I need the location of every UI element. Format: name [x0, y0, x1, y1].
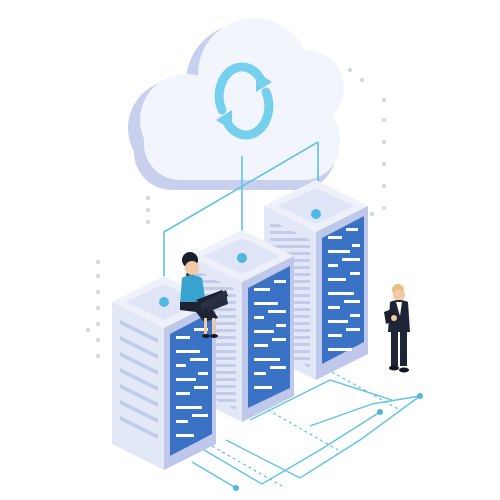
sync-arrows-icon	[214, 62, 274, 140]
woman-with-laptop	[180, 252, 228, 338]
cloud-icon	[128, 18, 344, 190]
floor-dashed-lines	[211, 371, 401, 487]
laptop-icon	[200, 290, 228, 310]
man-with-tablet	[384, 284, 410, 373]
floor-connector-nodes	[233, 393, 423, 491]
decorative-dots	[86, 68, 386, 358]
